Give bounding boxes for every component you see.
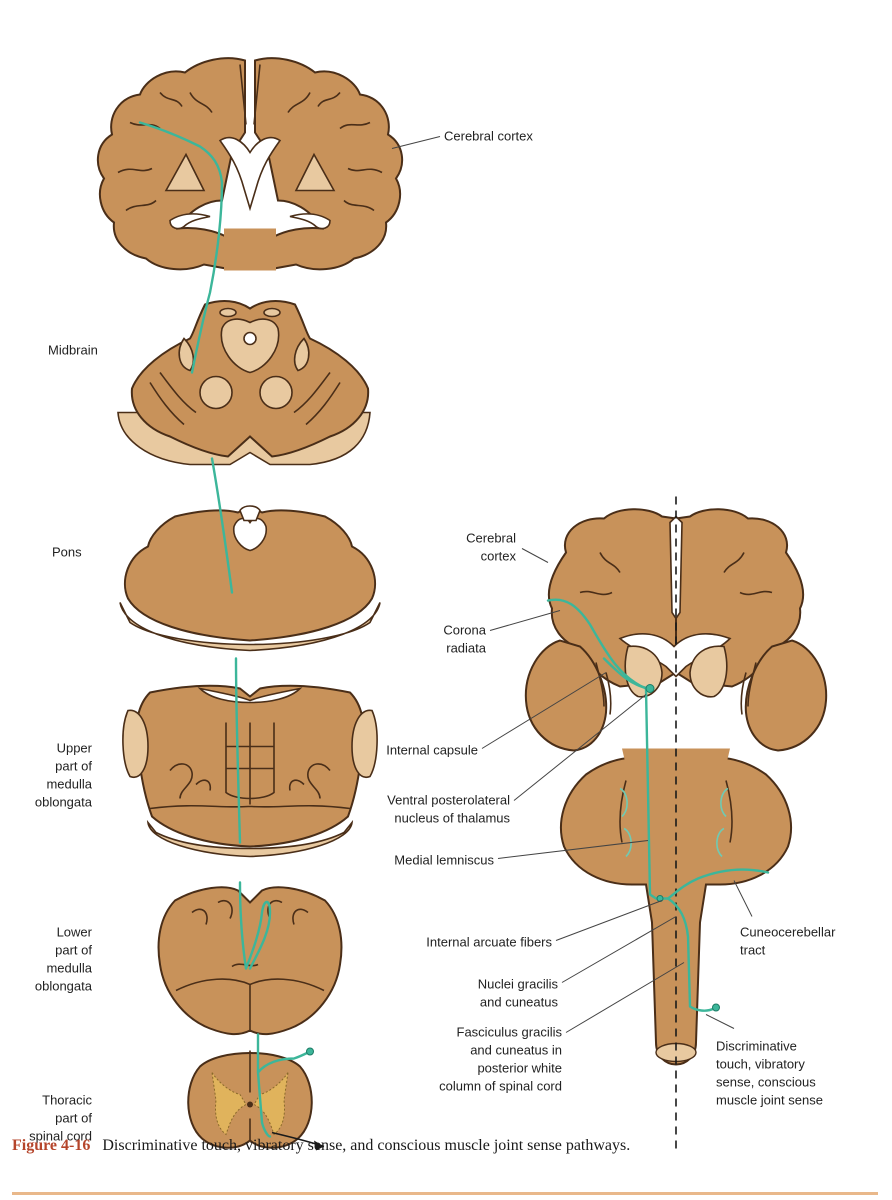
label-discriminative-3: sense, conscious — [716, 1075, 816, 1090]
label-nuclei-gracilis-2: and cuneatus — [480, 995, 559, 1010]
label-vpl-2: nucleus of thalamus — [394, 811, 510, 826]
thoracic-cord-section — [187, 1050, 313, 1149]
label-thoracic-cord-1: Thoracic — [42, 1093, 92, 1108]
label-fasciculus-2: and cuneatus in — [470, 1043, 562, 1058]
label-fasciculus-1: Fasciculus gracilis — [457, 1025, 563, 1040]
label-internal-arcuate: Internal arcuate fibers — [426, 935, 552, 950]
right-labels: Cerebral cortex Corona radiata Internal … — [386, 531, 836, 1108]
label-lower-medulla-3: medulla — [46, 961, 92, 976]
label-r-cerebral-cortex-2: cortex — [481, 549, 517, 564]
label-cuneocerebellar-1: Cuneocerebellar — [740, 925, 836, 940]
label-corona-radiata-1: Corona — [443, 623, 486, 638]
label-pons: Pons — [52, 545, 82, 560]
pons-section — [119, 505, 381, 652]
label-r-cerebral-cortex-1: Cerebral — [466, 531, 516, 546]
label-cerebral-cortex: Cerebral cortex — [444, 129, 533, 144]
label-discriminative-4: muscle joint sense — [716, 1093, 823, 1108]
whole-brain-diagram — [524, 496, 828, 1153]
label-fasciculus-3: posterior white — [477, 1061, 562, 1076]
label-lower-medulla-1: Lower — [57, 925, 93, 940]
label-discriminative-2: touch, vibratory — [716, 1057, 805, 1072]
label-cuneocerebellar-2: tract — [740, 943, 766, 958]
label-upper-medulla-4: oblongata — [35, 795, 93, 810]
coronal-brain-section — [96, 57, 404, 271]
figure-caption: Figure 4-16 Discriminative touch, vibrato… — [12, 1136, 878, 1156]
label-discriminative-1: Discriminative — [716, 1039, 797, 1054]
figure-number: Figure 4-16 — [12, 1137, 91, 1154]
label-midbrain: Midbrain — [48, 343, 98, 358]
label-nuclei-gracilis-1: Nuclei gracilis — [478, 977, 559, 992]
label-lower-medulla-4: oblongata — [35, 979, 93, 994]
label-upper-medulla-1: Upper — [57, 741, 93, 756]
upper-medulla-section — [122, 684, 378, 858]
midbrain-section — [117, 300, 371, 466]
left-labels: Cerebral cortex Midbrain Pons Upper part… — [29, 129, 533, 1144]
left-sensory-pathway — [138, 121, 325, 1151]
figure-caption-text: Discriminative touch, vibratory sense, a… — [102, 1137, 631, 1154]
label-internal-capsule: Internal capsule — [386, 743, 478, 758]
right-sensory-pathway — [546, 598, 770, 1012]
label-upper-medulla-3: medulla — [46, 777, 92, 792]
label-fasciculus-4: column of spinal cord — [439, 1079, 562, 1094]
label-lower-medulla-2: part of — [55, 943, 92, 958]
label-vpl-1: Ventral posterolateral — [387, 793, 510, 808]
label-thoracic-cord-2: part of — [55, 1111, 92, 1126]
label-upper-medulla-2: part of — [55, 759, 92, 774]
label-medial-lemniscus: Medial lemniscus — [394, 853, 494, 868]
caption-divider — [12, 1192, 878, 1195]
label-thoracic-cord-3: spinal cord — [29, 1129, 92, 1144]
label-corona-radiata-2: radiata — [446, 641, 487, 656]
